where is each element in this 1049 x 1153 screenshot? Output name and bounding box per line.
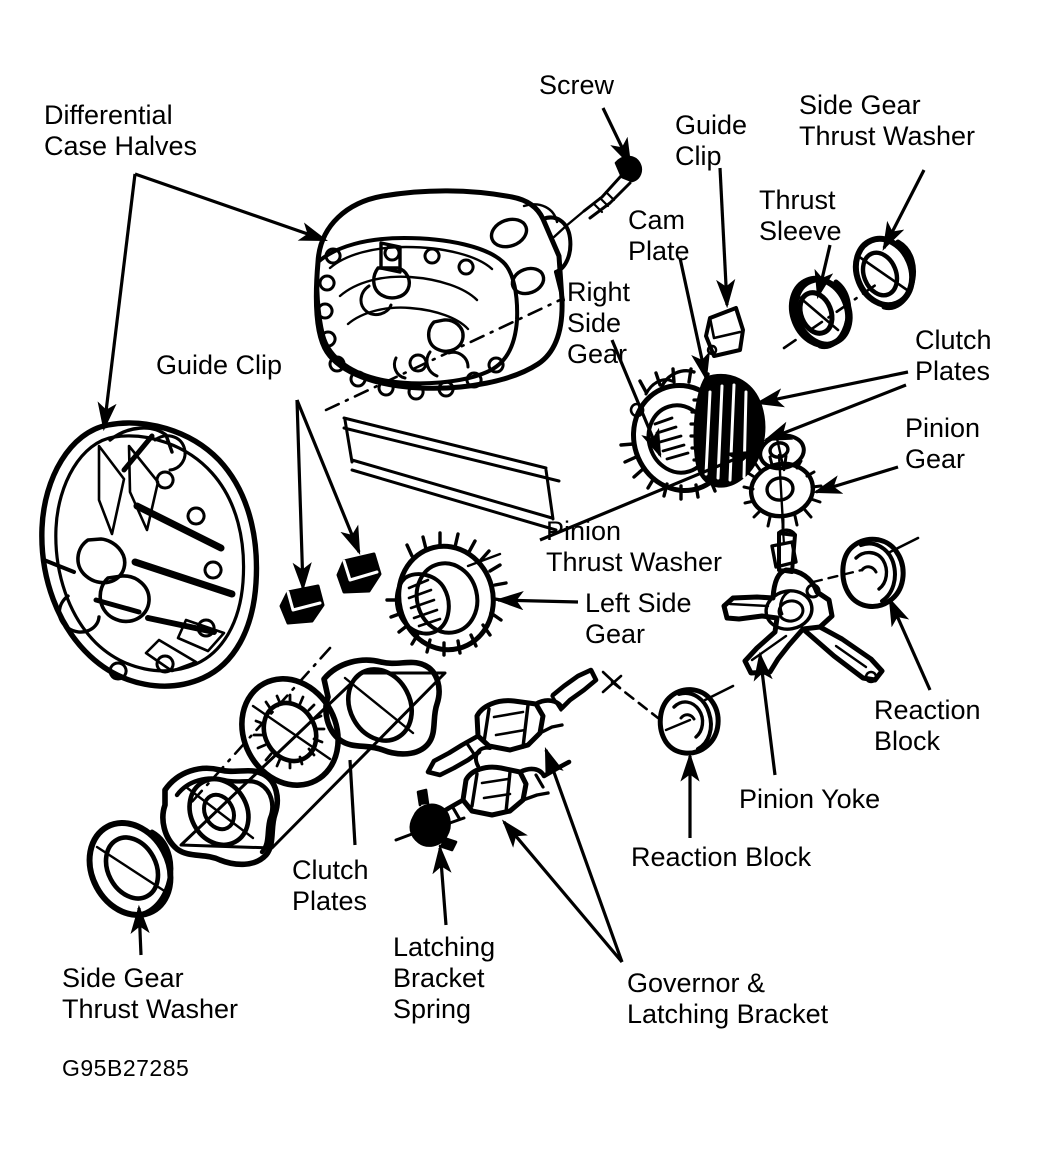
left-side-gear-drawing bbox=[385, 531, 509, 657]
screw-drawing bbox=[552, 155, 643, 239]
pinion-yoke-drawing bbox=[721, 528, 885, 684]
leader-reaction-block-right bbox=[888, 597, 932, 691]
leader-pinion-yoke bbox=[753, 651, 777, 776]
governor-assembly-drawing bbox=[425, 667, 599, 778]
case-half-right-drawing bbox=[313, 188, 573, 401]
reaction-block-lower-drawing bbox=[601, 670, 735, 756]
label-side-gear-thrust-washer-bottom: Side Gear Thrust Washer bbox=[62, 963, 239, 1024]
label-differential-case-halves: Differential Case Halves bbox=[44, 100, 198, 161]
leader-lines bbox=[97, 107, 932, 964]
label-governor-latching-bracket: Governor & Latching Bracket bbox=[627, 968, 829, 1029]
label-pinion-thrust-washer: Pinion Thrust Washer bbox=[546, 516, 723, 577]
label-reaction-block-lower: Reaction Block bbox=[631, 842, 812, 872]
leader-side-gear-thrust-washer-bottom bbox=[130, 904, 150, 956]
leader-differential-case-halves-left bbox=[97, 173, 137, 432]
label-thrust-sleeve: Thrust Sleeve bbox=[759, 185, 842, 246]
leader-clutch-plates-right bbox=[754, 370, 909, 408]
leader-latching-bracket-spring bbox=[432, 844, 452, 926]
leader-left-side-gear bbox=[494, 591, 579, 611]
label-clutch-plates-bottom: Clutch Plates bbox=[292, 855, 369, 916]
label-guide-clip-top: Guide Clip bbox=[675, 110, 748, 171]
leader-guide-clip-top bbox=[716, 167, 736, 309]
label-clutch-plates-right: Clutch Plates bbox=[915, 325, 992, 386]
label-cam-plate: Cam Plate bbox=[628, 205, 690, 266]
leader-latching-bracket bbox=[501, 819, 624, 964]
cam-plate-drawing bbox=[704, 306, 745, 358]
clutch-plates-upper-drawing bbox=[793, 277, 853, 347]
label-reaction-block-right: Reaction Block bbox=[874, 695, 981, 756]
leader-screw bbox=[601, 107, 632, 167]
leader-side-gear-thrust-washer-top bbox=[882, 169, 926, 251]
label-side-gear-thrust-washer-top: Side Gear Thrust Washer bbox=[799, 90, 976, 151]
latching-bracket-spring-drawing bbox=[394, 788, 466, 852]
leader-clutch-plates-bottom bbox=[348, 759, 357, 846]
leader-cam-plate bbox=[678, 257, 710, 382]
clutch-plate-stack-drawing bbox=[86, 657, 447, 918]
leader-clutch-plates-right-2 bbox=[763, 383, 907, 442]
right-side-gear-assembly-drawing bbox=[619, 367, 766, 501]
leader-thrust-sleeve bbox=[814, 244, 834, 300]
leader-guide-clip-left-2 bbox=[295, 399, 361, 555]
label-pinion-gear: Pinion Gear bbox=[905, 413, 981, 474]
label-latching-bracket-spring: Latching Bracket Spring bbox=[393, 932, 496, 1024]
guide-clip-wedges-drawing bbox=[279, 552, 382, 625]
leader-governor bbox=[544, 746, 624, 963]
label-pinion-yoke: Pinion Yoke bbox=[739, 784, 881, 814]
pinion-gear-drawing bbox=[742, 453, 823, 569]
label-guide-clip-left: Guide Clip bbox=[156, 350, 283, 380]
case-half-left-drawing bbox=[39, 420, 260, 689]
reaction-block-right-drawing bbox=[811, 536, 920, 609]
leader-right-side-gear bbox=[610, 339, 662, 458]
label-right-side-gear: Right Side Gear bbox=[567, 277, 631, 369]
label-screw: Screw bbox=[539, 70, 615, 100]
latching-bracket-drawing bbox=[421, 745, 572, 826]
figure-id-code: G95B27285 bbox=[62, 1055, 190, 1081]
leader-differential-case-halves-right bbox=[134, 172, 329, 242]
side-gear-thrust-washer-top-drawing bbox=[852, 235, 916, 311]
leader-pinion-thrust-washer bbox=[539, 450, 755, 542]
assembly-axis-lines bbox=[188, 280, 882, 806]
leader-pinion-gear bbox=[812, 465, 899, 494]
assembly-explode-guide-lines bbox=[342, 416, 561, 532]
label-left-side-gear: Left Side Gear bbox=[585, 588, 692, 649]
leader-guide-clip-left-1 bbox=[292, 399, 312, 592]
